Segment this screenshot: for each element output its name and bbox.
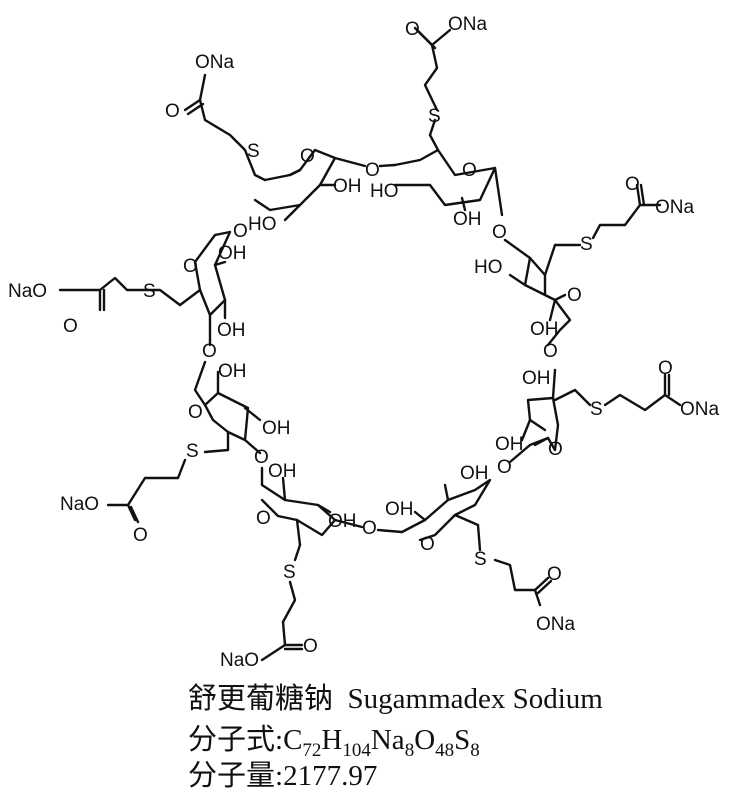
oh-label: OH — [268, 461, 297, 482]
ona-label: ONa — [536, 614, 576, 635]
ring-o-label: O — [548, 439, 563, 460]
ring-o-label: O — [256, 508, 271, 529]
carbonyl-o-label: O — [658, 358, 673, 379]
sulfur-atom: S — [283, 562, 296, 583]
formula-count: 72 — [302, 740, 322, 761]
sugammadex-structure-diagram: S ONa O O HO OH O S ONa O O OH HO O — [8, 14, 720, 671]
ho-label: HO — [370, 181, 399, 202]
formula-count: 8 — [470, 740, 480, 761]
glucose-unit-right-upper: O O HO O OH S O ONa — [474, 174, 695, 362]
sulfur-atom: S — [580, 234, 593, 255]
oh-label: OH — [530, 319, 559, 340]
nao-label: NaO — [8, 281, 47, 302]
mw-value: 2177.97 — [283, 760, 378, 792]
formula-count: 104 — [342, 740, 371, 761]
oh-label: OH — [218, 361, 247, 382]
oh-label: OH — [217, 320, 246, 341]
oh-label: OH — [522, 368, 551, 389]
ring-o-label: O — [462, 160, 477, 181]
glucose-unit-right-lower: O OH OH O S O ONa — [495, 358, 720, 478]
glycosidic-o: O — [543, 341, 558, 362]
formula-count: 48 — [435, 740, 455, 761]
carbonyl-o-label: O — [165, 101, 180, 122]
sulfur-atom: S — [590, 399, 603, 420]
glycosidic-o: O — [497, 457, 512, 478]
carbonyl-o-label: O — [625, 174, 640, 195]
glycosidic-o: O — [202, 341, 217, 362]
formula-element: S — [454, 724, 471, 756]
carbonyl-o-label: O — [133, 525, 148, 546]
ring-o-label: O — [420, 534, 435, 555]
glycosidic-o: O — [254, 447, 269, 468]
mw-label: 分子量: — [188, 760, 284, 792]
glucose-unit-bottom-right: OH OH O S O ONa — [385, 463, 576, 635]
sulfur-atom: S — [474, 549, 487, 570]
glycosidic-o: O — [492, 222, 507, 243]
oh-label: OH — [453, 209, 482, 230]
formula-element: O — [414, 724, 436, 756]
formula-element: C — [283, 724, 303, 756]
ring-o-label: O — [300, 146, 315, 167]
sulfur-atom: S — [186, 441, 199, 462]
glucose-unit-top-left: S ONa O O OH HO — [165, 52, 362, 235]
oh-label: OH — [385, 499, 414, 520]
compound-name: 舒更葡糖钠 Sugammadex Sodium — [188, 685, 603, 714]
ona-label: ONa — [448, 14, 488, 35]
molecular-formula: 分子式:C72H104Na8O48S8 — [188, 724, 480, 761]
oh-label: OH — [262, 418, 291, 439]
glycosidic-o-bottom: O — [362, 518, 377, 539]
formula-count: 8 — [404, 740, 415, 761]
formula-element: H — [321, 724, 343, 756]
glucose-unit-bottom-left: O OH O OH S NaO O — [220, 447, 357, 671]
ring-o-label: O — [183, 256, 198, 277]
ona-label: ONa — [655, 197, 695, 218]
sulfur-atom: S — [143, 281, 156, 302]
ona-label: ONa — [195, 52, 235, 73]
sulfur-atom: S — [428, 106, 441, 127]
glycosidic-o: O — [233, 221, 248, 242]
oh-label: OH — [333, 176, 362, 197]
ho-label: HO — [248, 214, 277, 235]
compound-name-cn: 舒更葡糖钠 — [188, 683, 334, 715]
glycosidic-o-top: O — [365, 160, 380, 181]
oh-label: OH — [218, 243, 247, 264]
ho-label: HO — [474, 257, 503, 278]
formula-element: Na — [370, 724, 405, 756]
glucose-unit-top-right: S ONa O O HO OH — [370, 14, 504, 230]
molecular-weight: 分子量:2177.97 — [188, 762, 377, 791]
nao-label: NaO — [60, 494, 99, 515]
oh-label: OH — [495, 434, 524, 455]
carbonyl-o-label: O — [405, 19, 420, 40]
compound-name-en: Sugammadex Sodium — [347, 683, 603, 715]
glucose-unit-left-upper: O O OH OH S NaO O — [8, 221, 248, 347]
formula-label: 分子式: — [188, 724, 284, 756]
ona-label: ONa — [680, 399, 720, 420]
carbonyl-o-label: O — [63, 316, 78, 337]
glucose-unit-left-lower: O OH O OH S NaO O — [60, 341, 291, 546]
carbonyl-o-label: O — [303, 636, 318, 657]
oh-label: OH — [460, 463, 489, 484]
ring-o-label: O — [567, 285, 582, 306]
carbonyl-o-label: O — [547, 564, 562, 585]
sulfur-atom: S — [247, 141, 260, 162]
nao-label: NaO — [220, 650, 259, 671]
ring-o-label: O — [188, 402, 203, 423]
